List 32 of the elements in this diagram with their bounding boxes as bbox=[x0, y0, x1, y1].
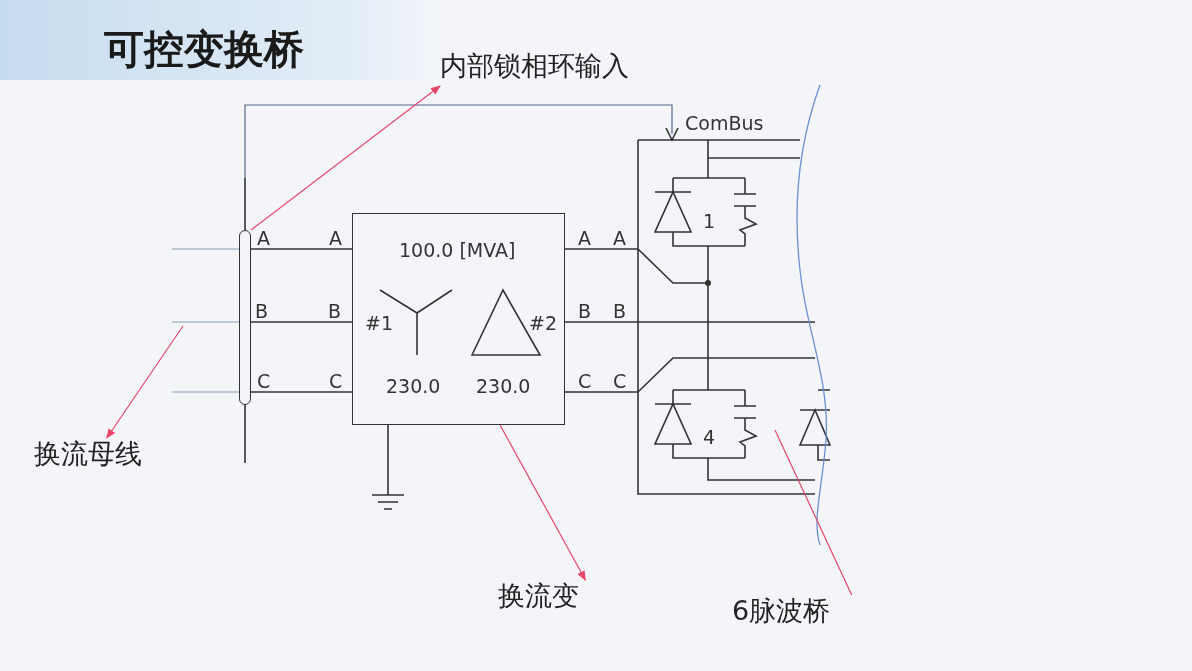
leader-arrow bbox=[106, 325, 184, 439]
leader-arrow bbox=[250, 85, 441, 231]
phase-label: B bbox=[613, 302, 627, 321]
annotation-text: 换流母线 bbox=[34, 438, 174, 474]
phase-label: A bbox=[613, 229, 626, 248]
slide-title: 可控变换桥 bbox=[104, 25, 304, 74]
phase-label: C bbox=[329, 372, 343, 391]
phase-label: A bbox=[329, 229, 342, 248]
winding-number: #2 bbox=[529, 314, 557, 333]
voltage-label: 230.0 bbox=[476, 377, 531, 396]
valve-number: 4 bbox=[703, 428, 716, 447]
phase-wire bbox=[250, 391, 353, 393]
phase-label: C bbox=[613, 372, 627, 391]
phase-label: C bbox=[257, 372, 271, 391]
phase-label: C bbox=[578, 372, 592, 391]
phase-label: A bbox=[257, 229, 270, 248]
phase-label: B bbox=[328, 302, 342, 321]
rating-label: 100.0 [MVA] bbox=[399, 241, 516, 260]
voltage-label: 230.0 bbox=[386, 377, 441, 396]
phase-wire bbox=[250, 321, 353, 323]
annotation-text: 内部锁相环输入 bbox=[440, 50, 680, 86]
phase-wire bbox=[250, 248, 353, 250]
phase-label: B bbox=[255, 302, 269, 321]
leader-arrow bbox=[499, 424, 586, 581]
bus-name: ComBus bbox=[685, 114, 764, 133]
phase-label: A bbox=[578, 229, 591, 248]
valve-number: 1 bbox=[703, 212, 716, 231]
transformer-box bbox=[352, 213, 565, 425]
phase-label: B bbox=[578, 302, 592, 321]
annotation-text: 6脉波桥 bbox=[732, 595, 858, 631]
annotation-text: 换流变 bbox=[498, 580, 602, 616]
winding-number: #1 bbox=[365, 314, 393, 333]
